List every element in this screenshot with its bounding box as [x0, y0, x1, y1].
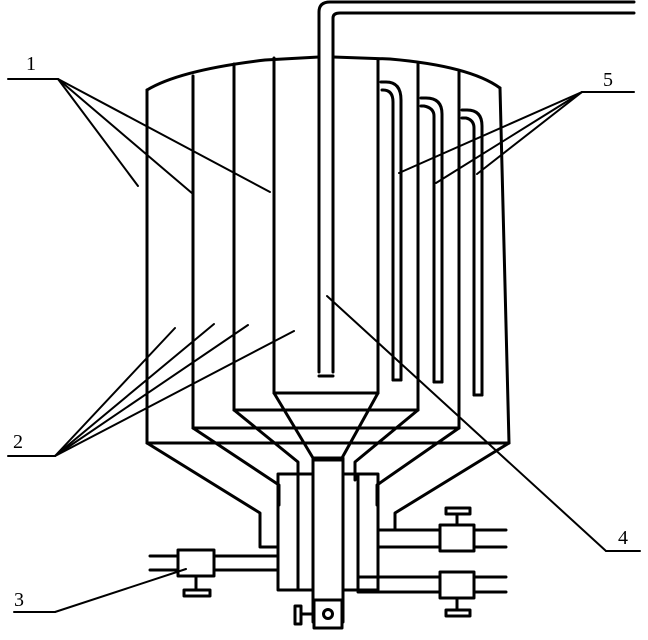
label-2: 2 [13, 431, 23, 453]
label-1: 1 [26, 53, 36, 75]
label-4: 4 [618, 527, 628, 549]
cooling-tubes [379, 80, 484, 397]
bottom-valve [293, 598, 344, 630]
left-inlet-valve [148, 548, 280, 598]
discharge-column [276, 456, 380, 624]
partition-walls [191, 56, 461, 430]
right-outlet-valves [356, 506, 508, 618]
label-3: 3 [14, 589, 24, 611]
label-5: 5 [603, 69, 613, 91]
leader-lines [7, 78, 641, 613]
vessel-body [145, 55, 511, 445]
inlet-pipe [317, 0, 636, 378]
